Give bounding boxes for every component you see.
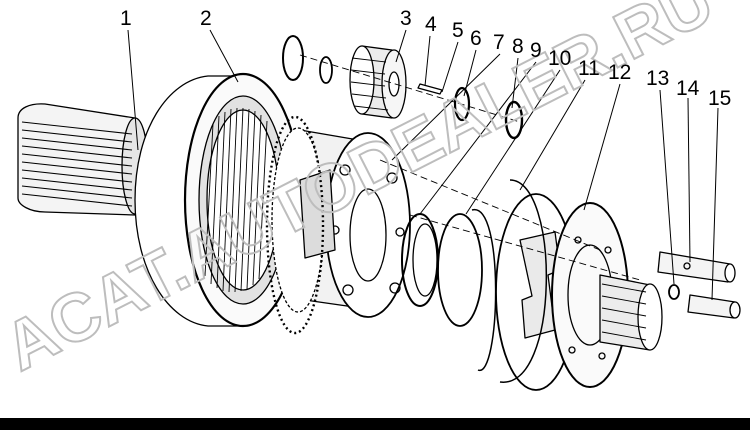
- callout-13: 13: [646, 67, 670, 90]
- part-11-seal-ring: [437, 213, 483, 327]
- part-15-shaft-pin: [687, 294, 741, 319]
- callout-14: 14: [676, 77, 700, 100]
- callout-10: 10: [548, 47, 572, 70]
- callout-3: 3: [400, 7, 412, 30]
- callout-4: 4: [425, 13, 437, 36]
- needle-bearing: [319, 56, 333, 84]
- assembly-axis-lines: [299, 54, 641, 281]
- callout-7: 7: [493, 31, 505, 54]
- callout-9: 9: [530, 39, 542, 62]
- part-13-lock-washer: [668, 284, 680, 300]
- thrust-washer: [282, 35, 304, 81]
- callout-8: 8: [512, 35, 524, 58]
- callout-6: 6: [470, 27, 482, 50]
- snap-ring-12: [499, 179, 547, 383]
- callout-12: 12: [608, 61, 632, 84]
- leader-lines: [127, 29, 719, 301]
- callout-5: 5: [452, 19, 464, 42]
- callout-1: 1: [120, 7, 132, 30]
- callout-2: 2: [200, 7, 212, 30]
- part-3-planet-gear: [349, 45, 407, 119]
- part-6-washer: [453, 86, 471, 122]
- part-4-pin: [417, 83, 443, 95]
- planet-gear-ring: [265, 115, 325, 335]
- part-2-ring-gear: [134, 72, 303, 328]
- planet-carrier: [271, 127, 411, 318]
- part-8-washer: [504, 100, 524, 140]
- callout-15: 15: [708, 87, 732, 110]
- part-12-output-flange: [551, 202, 663, 388]
- bottom-bar: [0, 418, 750, 430]
- part-14-shaft-pin: [657, 251, 736, 283]
- callout-11: 11: [578, 57, 600, 80]
